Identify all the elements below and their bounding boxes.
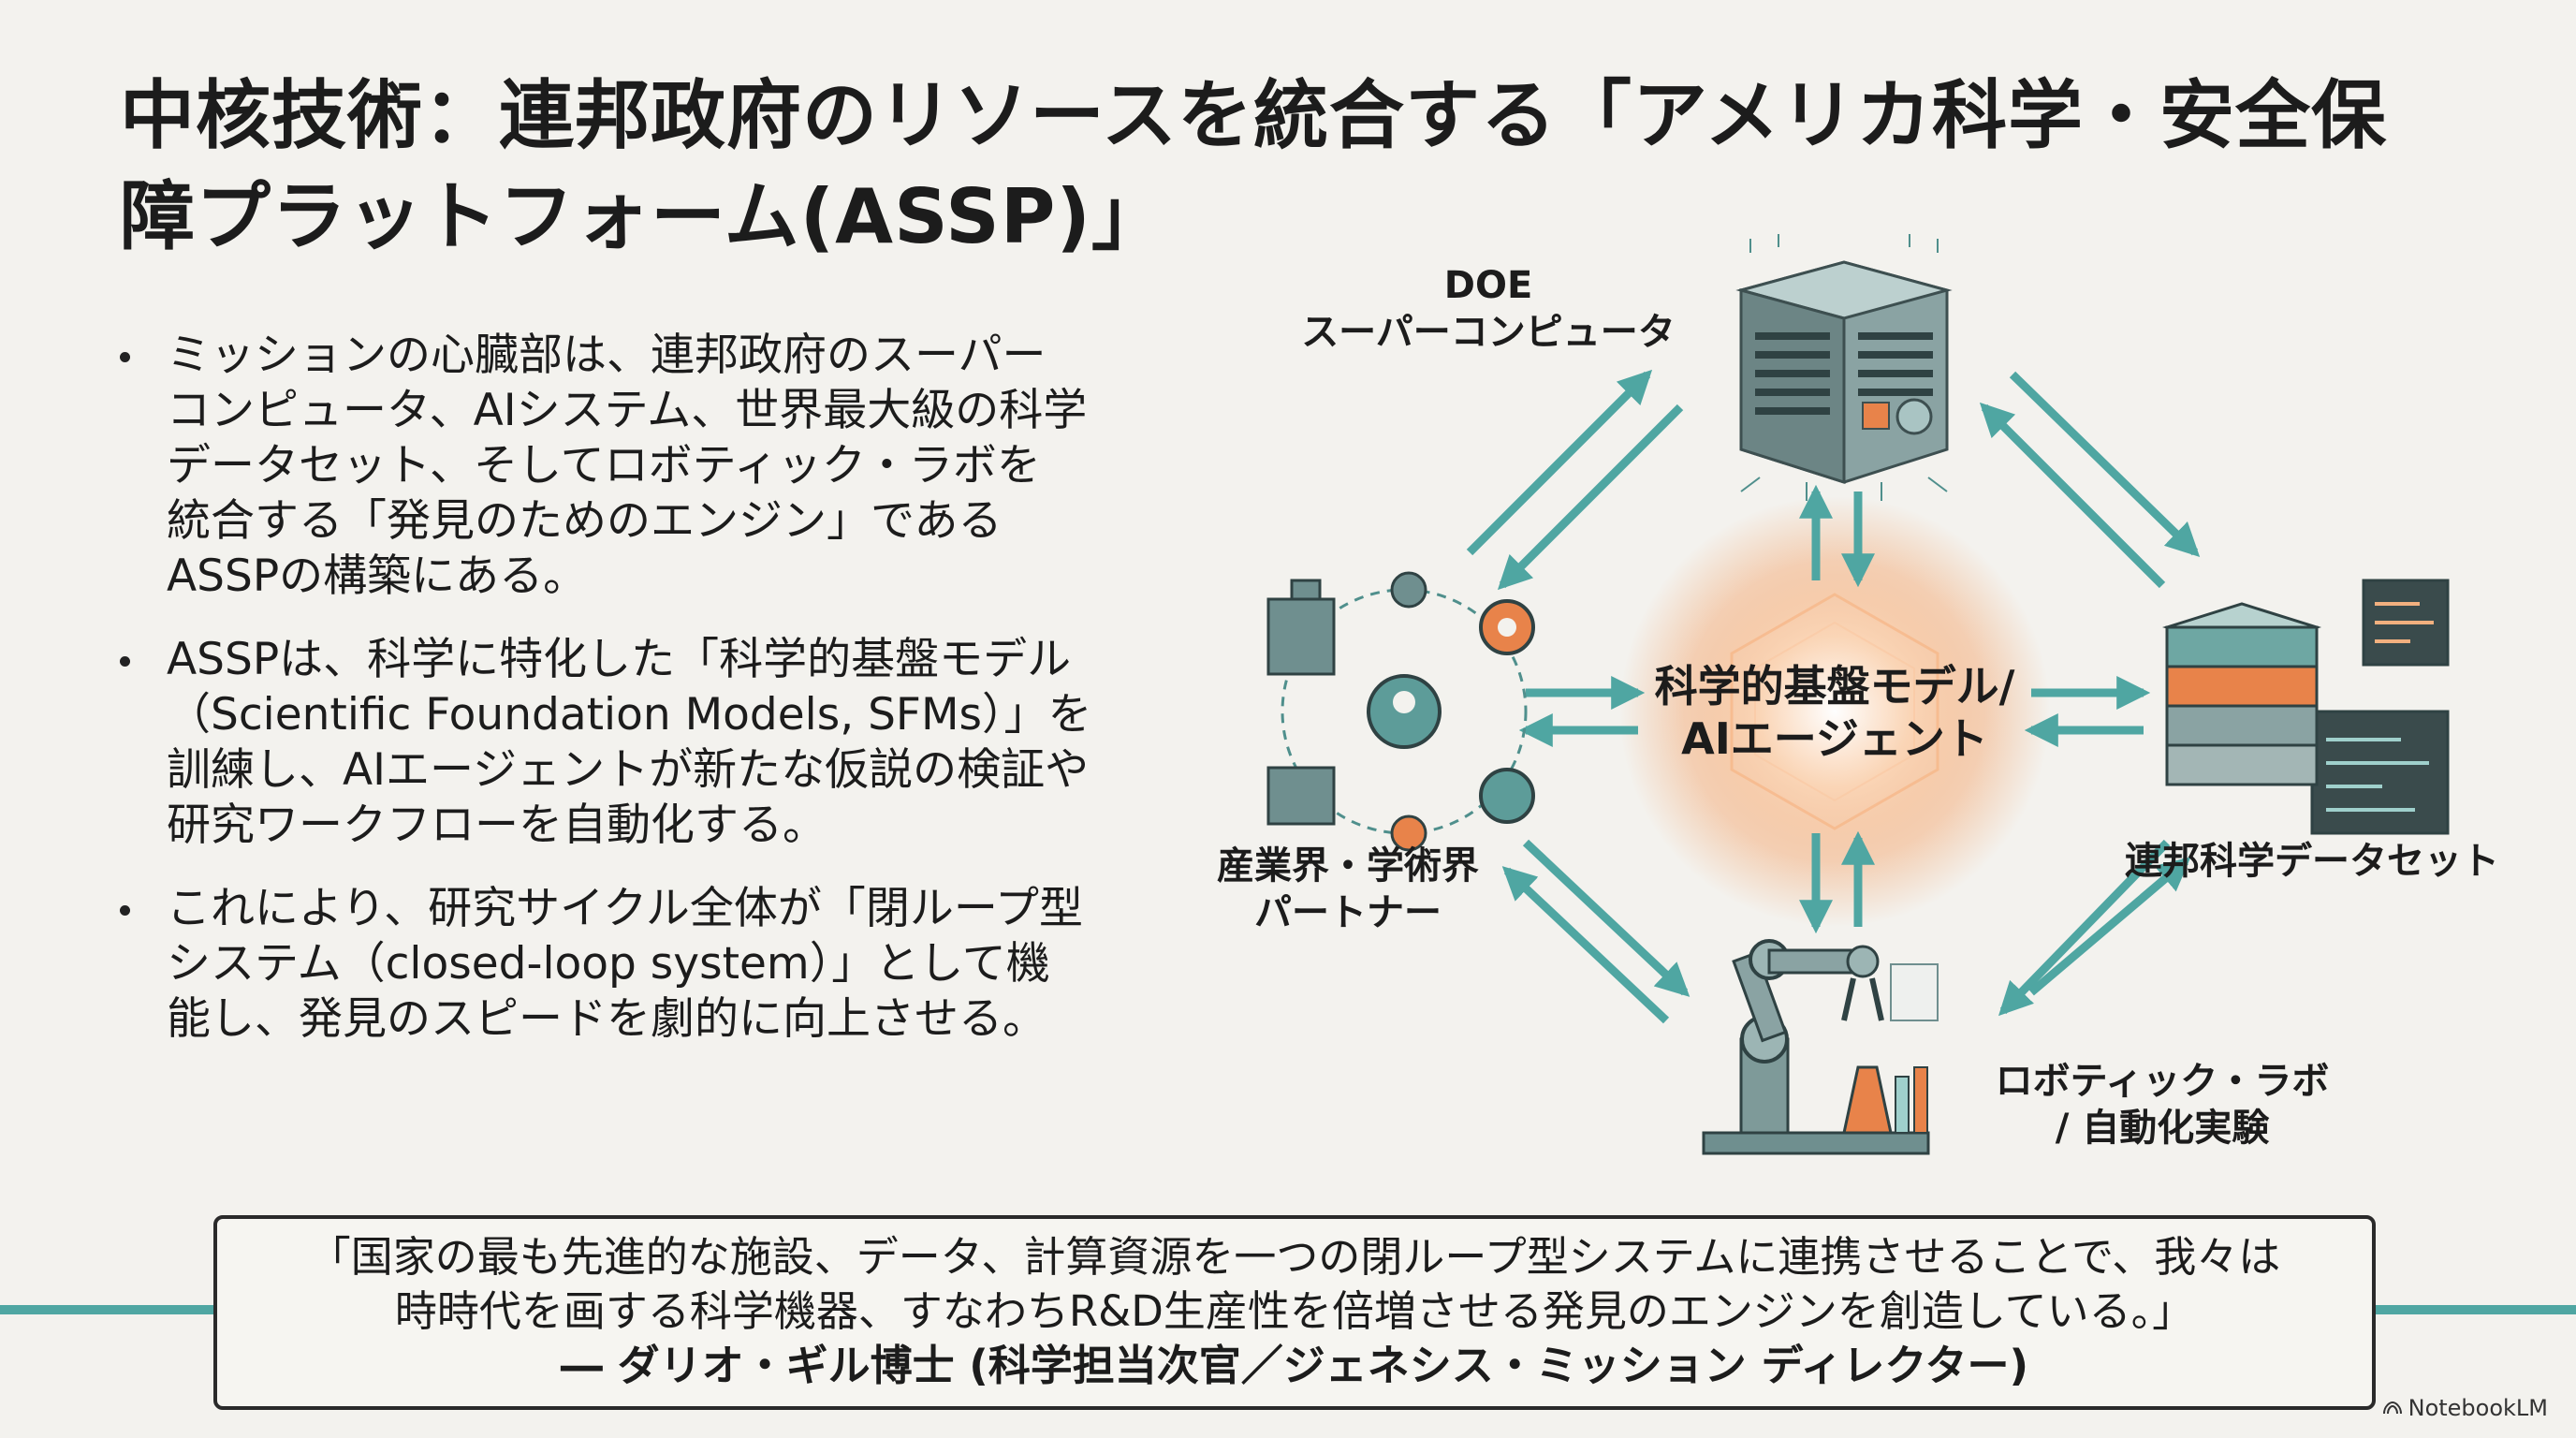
bullet-item: ASSPは、科学に特化した「科学的基盤モデル （Scientific Found… [120, 632, 1159, 853]
title-line-2: 障プラットフォーム(ASSP)」 [120, 173, 1167, 260]
bullet-item: これにより、研究サイクル全体が「閉ループ型 システム（closed-loop s… [120, 881, 1159, 1047]
arrow-right-to-bottom [1998, 839, 2171, 1017]
quote-attribution: ― ダリオ・ギル博士 (科学担当次官／ジェネシス・ミッション ディレクター) [560, 1341, 2029, 1390]
node-label-bottom: ロボティック・ラボ / 自動化実験 [1995, 1060, 2330, 1150]
network-partners-icon [1266, 571, 1535, 852]
node-label-right: 連邦科学データセット [2125, 840, 2499, 883]
arrow-left-to-bottom [1522, 839, 1690, 997]
node-label-top: DOE スーパーコンピュータ [1301, 264, 1676, 354]
diagram-graphics [1266, 234, 2450, 1155]
bullet-item: ミッションの心臓部は、連邦政府のスーパー コンピュータ、AIシステム、世界最大級… [120, 328, 1159, 604]
dataset-stack-icon [2161, 579, 2450, 835]
watermark-text: NotebookLM [2408, 1395, 2548, 1421]
quote-line-1: 「国家の最も先進的な施設、データ、計算資源を一つの閉ループ型システムに連携させる… [308, 1232, 2281, 1282]
arrow-bottom-to-left [1501, 866, 1670, 1024]
node-label-left: 産業界・学術界 パートナー [1217, 844, 1479, 934]
supercomputer-icon [1735, 234, 1953, 501]
quote-box: 「国家の最も先進的な施設、データ、計算資源を一つの閉ループ型システムに連携させる… [213, 1215, 2376, 1410]
connection-arrows [1466, 369, 2201, 1024]
page-title: 中核技術：連邦政府のリソースを統合する「アメリカ科学・安全保 障プラットフォーム… [120, 66, 2516, 268]
quote-line-2: 時時代を画する科学機器、すなわちR&D生産性を倍増させる発見のエンジンを創造して… [394, 1286, 2195, 1336]
bullet-list: ミッションの心臓部は、連邦政府のスーパー コンピュータ、AIシステム、世界最大級… [120, 328, 1159, 1075]
center-label: 科学的基盤モデル/ AIエージェント [1654, 661, 2015, 764]
center-glow [1619, 496, 2050, 927]
notebooklm-logo-icon [2382, 1395, 2403, 1421]
watermark: NotebookLM [2382, 1395, 2548, 1421]
arrow-left-to-top [1466, 369, 1653, 556]
arrow-right-to-top [1979, 402, 2166, 589]
robotic-arm-icon [1702, 939, 1939, 1155]
arrow-top-to-left [1497, 404, 1684, 591]
arrow-bottom-to-right [2028, 857, 2191, 996]
assp-diagram: DOE スーパーコンピュータ 産業界・学術界 パートナー 連邦科学データセット … [1198, 225, 2527, 1189]
title-line-1: 中核技術：連邦政府のリソースを統合する「アメリカ科学・安全保 [120, 72, 2387, 159]
arrow-top-to-right [2009, 371, 2201, 558]
